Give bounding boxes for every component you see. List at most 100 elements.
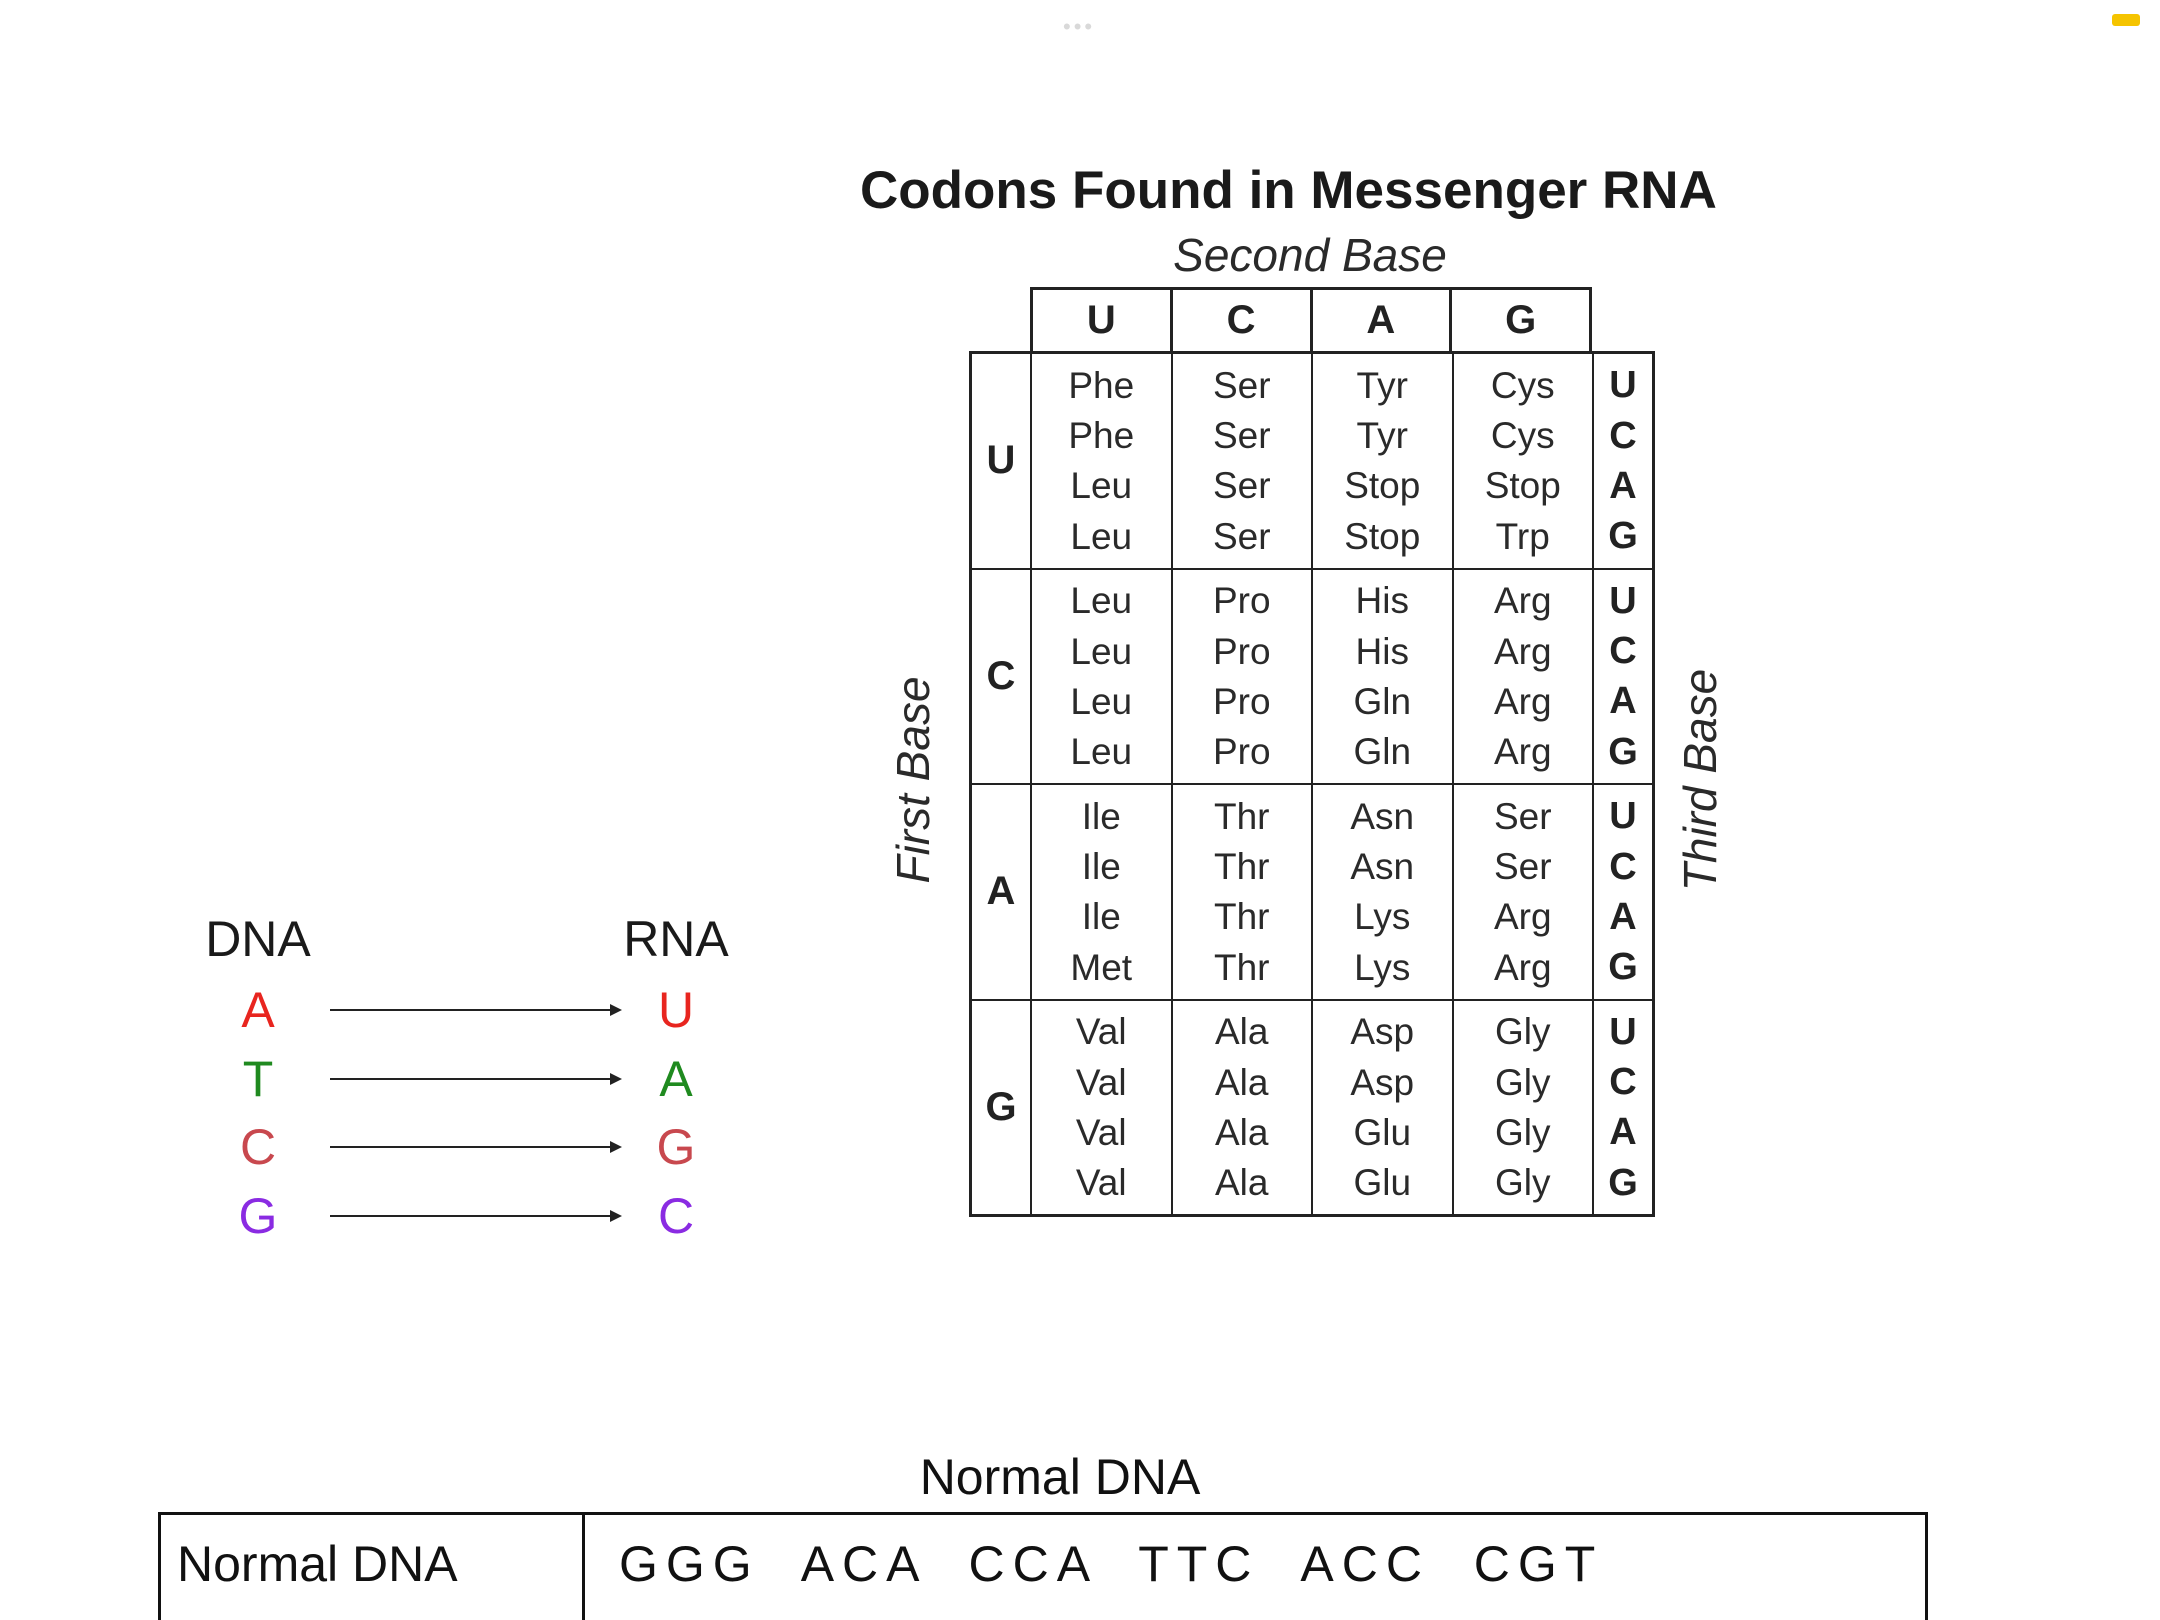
amino-acid-cell: Gly — [1495, 1061, 1551, 1103]
amino-acid-cell: Val — [1075, 1011, 1127, 1053]
amino-acid-cell: Leu — [1070, 465, 1133, 507]
amino-acid-cell: Arg — [1493, 630, 1552, 672]
amino-acid-cell: Leu — [1070, 515, 1133, 557]
amino-acid-cell: Ser — [1212, 364, 1271, 406]
third-base-letter: A — [1609, 1111, 1637, 1154]
amino-acid-cell: Cys — [1490, 364, 1555, 406]
amino-acid-cell: Ser — [1212, 515, 1271, 557]
first-base-label: First Base — [887, 676, 939, 884]
first-base-letter: U — [972, 354, 1032, 568]
third-base-letter: G — [1608, 1161, 1638, 1204]
arrow-right-icon — [330, 1210, 622, 1222]
amino-acid-cell: Leu — [1070, 580, 1133, 622]
third-base-letter: U — [1609, 795, 1637, 838]
amino-acid-cell: Tyr — [1356, 415, 1408, 457]
table-row-label: Normal DNA — [161, 1515, 585, 1620]
arrow-right-icon — [330, 1073, 622, 1085]
amino-acid-cell: Glu — [1353, 1162, 1412, 1204]
amino-acid-cell: Ile — [1081, 896, 1121, 938]
dna-base: T — [242, 1051, 274, 1107]
normal-dna-title: Normal DNA — [919, 1449, 1201, 1505]
column-header: C — [1173, 290, 1313, 351]
first-base-letter: G — [972, 1000, 1032, 1214]
arrow-right-icon — [330, 1004, 622, 1016]
third-base-letter: U — [1609, 364, 1637, 407]
amino-acid-cell: Cys — [1490, 415, 1555, 457]
amino-acid-cell: Pro — [1212, 731, 1271, 773]
rna-base: U — [657, 982, 695, 1038]
amino-acid-cell: Arg — [1493, 580, 1552, 622]
rna-base: C — [657, 1188, 695, 1244]
third-base-letter: G — [1608, 946, 1638, 989]
amino-acid-cell: Phe — [1068, 364, 1135, 406]
amino-acid-cell: Ser — [1493, 795, 1552, 837]
dna-header: DNA — [205, 911, 311, 967]
amino-acid-cell: Thr — [1214, 946, 1270, 988]
column-header: U — [1033, 290, 1173, 351]
dna-base: A — [241, 982, 275, 1038]
first-base-letter: C — [972, 569, 1032, 783]
amino-acid-cell: Val — [1075, 1111, 1127, 1153]
drag-handle-dots[interactable]: ••• — [1063, 14, 1096, 39]
amino-acid-cell: Pro — [1212, 680, 1271, 722]
amino-acid-cell: Asn — [1350, 795, 1415, 837]
amino-acid-cell: Thr — [1214, 896, 1270, 938]
third-base-letter: A — [1609, 680, 1637, 723]
amino-acid-cell: Ile — [1081, 795, 1121, 837]
amino-acid-cell: Ala — [1215, 1011, 1269, 1053]
amino-acid-cell: Tyr — [1356, 364, 1408, 406]
amino-acid-cell: Arg — [1493, 731, 1552, 773]
amino-acid-cell: Ala — [1215, 1111, 1269, 1153]
third-base-letter: C — [1609, 630, 1637, 673]
amino-acid-cell: Trp — [1495, 515, 1550, 557]
amino-acid-cell: Thr — [1214, 795, 1270, 837]
amino-acid-cell: Gln — [1353, 731, 1412, 773]
amino-acid-cell: Asp — [1350, 1011, 1415, 1053]
third-base-letter: C — [1609, 845, 1637, 888]
amino-acid-cell: Val — [1075, 1061, 1127, 1103]
third-base-letter: G — [1608, 515, 1638, 558]
third-base-letter: A — [1609, 895, 1637, 938]
third-base-letter: U — [1609, 579, 1637, 622]
amino-acid-cell: Asn — [1350, 846, 1415, 888]
amino-acid-cell: His — [1355, 580, 1409, 622]
amino-acid-cell: Met — [1070, 946, 1133, 988]
amino-acid-cell: Ile — [1081, 846, 1121, 888]
column-header: G — [1505, 298, 1537, 342]
amino-acid-cell: Gly — [1495, 1162, 1551, 1204]
amino-acid-cell: Stop — [1344, 515, 1421, 557]
amino-acid-cell: Ser — [1212, 415, 1271, 457]
amino-acid-cell: Ala — [1215, 1061, 1269, 1103]
second-base-header-row: U C A G — [1030, 287, 1592, 351]
column-header: A — [1313, 290, 1453, 351]
amino-acid-cell: Phe — [1068, 415, 1135, 457]
first-base-letter: A — [972, 785, 1032, 999]
dna-sequence: GGG ACA CCA TTC ACC CGT — [619, 1536, 1604, 1592]
amino-acid-cell: Pro — [1212, 580, 1271, 622]
amino-acid-cell: Gly — [1495, 1111, 1551, 1153]
third-base-letter: A — [1609, 464, 1637, 507]
amino-acid-cell: His — [1355, 630, 1409, 672]
amino-acid-cell: Lys — [1354, 896, 1411, 938]
amino-acid-cell: Gln — [1353, 680, 1412, 722]
dna-base: C — [239, 1119, 277, 1175]
dna-base: G — [238, 1188, 278, 1244]
